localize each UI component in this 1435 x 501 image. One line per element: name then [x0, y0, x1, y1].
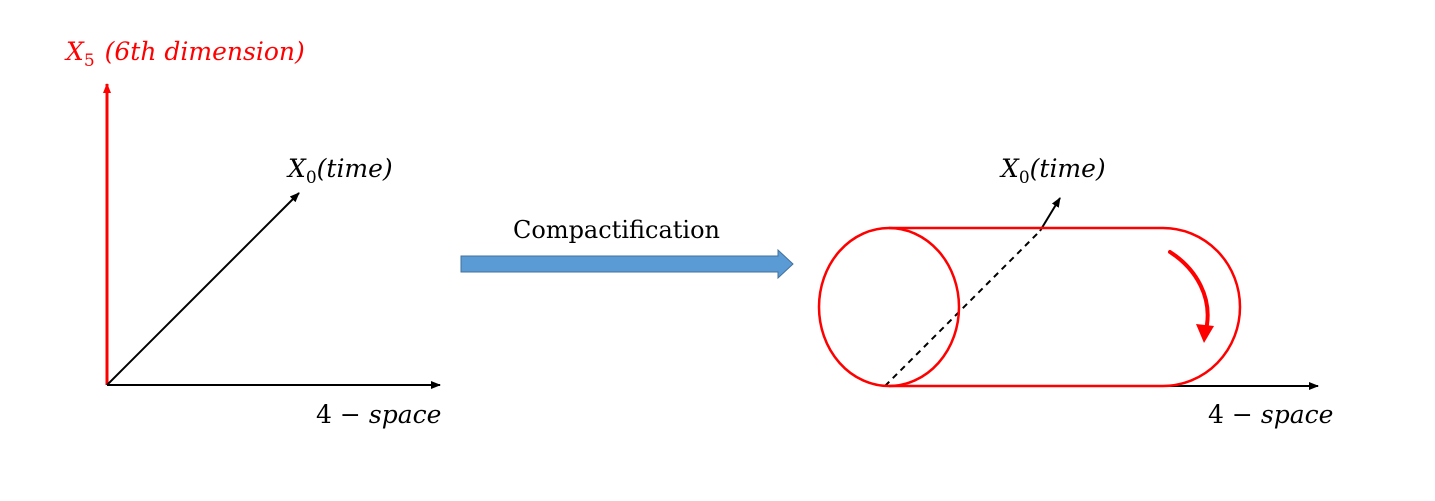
space-axis-label-left: 4−space	[316, 400, 441, 429]
space-axis-label-right: 4−space	[1208, 400, 1333, 429]
cylinder-front-circle	[817, 226, 961, 388]
x5-subscript: 5	[84, 51, 95, 71]
x0-text-left: (time)	[317, 154, 393, 183]
rotation-arrow-curve	[1168, 250, 1210, 336]
space-minus-right: −	[1232, 400, 1253, 429]
x5-symbol: X	[64, 37, 85, 66]
space-text-right: space	[1261, 400, 1334, 429]
compactification-label: Compactification	[513, 216, 720, 244]
x0-symbol-right: X	[999, 154, 1020, 183]
rotation-arrow	[1168, 250, 1214, 343]
x5-text: (6th dimension)	[105, 37, 305, 66]
compactified-cylinder	[817, 226, 1242, 388]
time-axis-right-solid	[1039, 197, 1061, 232]
time-axis-label-right: X0(time)	[999, 154, 1106, 188]
x0-subscript-right: 0	[1019, 168, 1030, 188]
x0-subscript-left: 0	[306, 168, 317, 188]
time-axis-right-dashed	[884, 230, 1041, 387]
space-number-right: 4	[1208, 400, 1224, 429]
cylinder-back-arc	[1162, 226, 1242, 388]
x5-axis-label: X5 (6th dimension)	[64, 37, 305, 71]
compactification-arrow	[460, 248, 794, 280]
time-axis-label-left: X0(time)	[286, 154, 393, 188]
time-axis-left	[106, 192, 300, 386]
x0-text-right: (time)	[1030, 154, 1106, 183]
right-axes	[884, 197, 1319, 390]
space-number-left: 4	[316, 400, 332, 429]
space-minus-left: −	[340, 400, 361, 429]
space-text-left: space	[369, 400, 442, 429]
rotation-arrow-head	[1196, 324, 1214, 343]
x0-symbol-left: X	[286, 154, 307, 183]
left-axes	[103, 83, 441, 389]
